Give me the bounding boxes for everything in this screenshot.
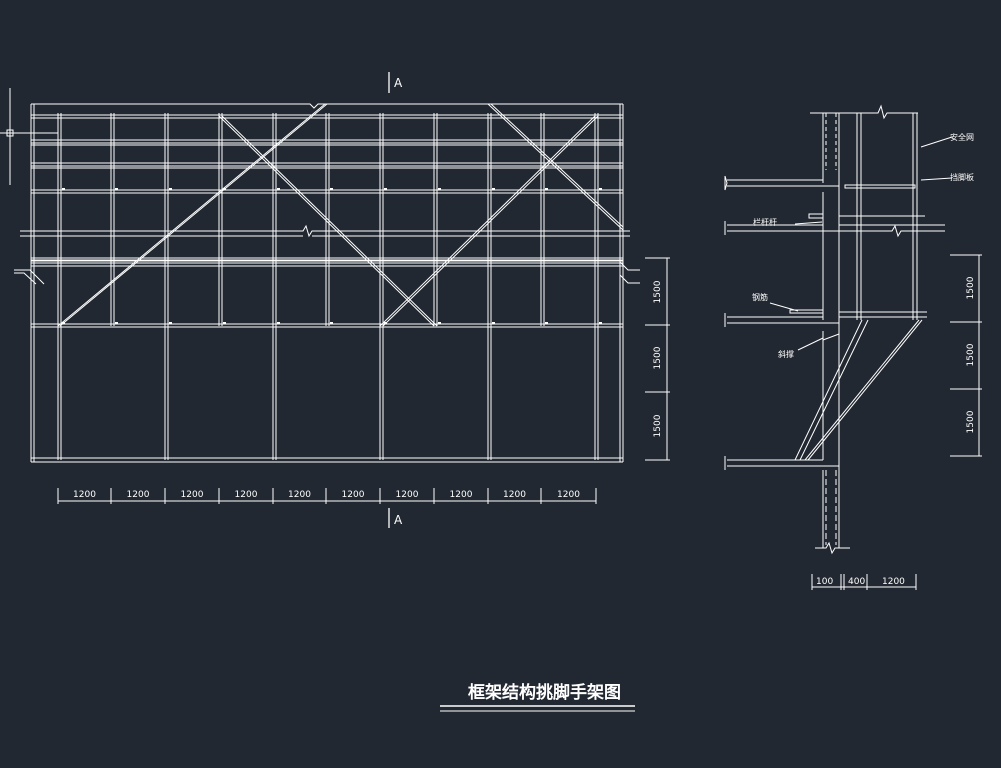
elevation-dim-label: 1200 <box>396 490 419 500</box>
elevation-dim-label: 1200 <box>127 490 150 500</box>
clamp-dot <box>492 188 495 190</box>
clamp-dot <box>330 188 333 190</box>
clamp-dot <box>62 188 65 190</box>
section-view: 安全网 挡脚板 栏杆杆 钢筋 斜撑 1500 1500 1500 100 400 1… <box>724 104 982 590</box>
section-mark-bottom: A <box>394 513 403 527</box>
cross-brace <box>57 103 326 327</box>
section-height-label: 1500 <box>966 276 976 299</box>
elevation-dim-label: 1200 <box>235 490 258 500</box>
clamp-dot <box>545 188 548 190</box>
clamp-dot <box>62 322 65 324</box>
elevation-cross-braces <box>57 103 624 327</box>
cross-brace <box>382 115 599 327</box>
elevation-dim-label: 1200 <box>557 490 580 500</box>
cross-brace <box>218 115 435 327</box>
elevation-lower-columns <box>57 326 599 460</box>
clamp-dot <box>438 322 441 324</box>
cross-brace <box>490 103 624 228</box>
section-bottom-dimensions: 100 400 1200 <box>811 574 917 590</box>
section-dim-100: 100 <box>816 577 833 587</box>
cross-brace <box>487 103 624 231</box>
cross-brace <box>59 103 328 327</box>
elevation-height-label: 1500 <box>653 346 663 369</box>
clamp-dot <box>277 188 280 190</box>
elevation-dim-label: 1200 <box>503 490 526 500</box>
clamp-dot <box>277 322 280 324</box>
crosshair-icon <box>0 88 58 185</box>
section-dim-400: 400 <box>848 577 865 587</box>
clamp-dot <box>223 188 226 190</box>
label-brace: 斜撑 <box>778 349 794 359</box>
clamp-dot <box>492 322 495 324</box>
clamp-dot <box>599 188 602 190</box>
clamp-dot <box>384 188 387 190</box>
elevation-dim-label: 1200 <box>450 490 473 500</box>
label-toe-board: 挡脚板 <box>950 172 974 182</box>
cross-brace <box>379 115 596 327</box>
label-guard-rail: 栏杆杆 <box>753 217 777 227</box>
clamp-dot <box>115 188 118 190</box>
clamp-dot <box>438 188 441 190</box>
section-mark-top: A <box>394 76 403 90</box>
cross-brace <box>221 115 438 327</box>
clamp-dot <box>115 322 118 324</box>
title-block: 框架结构挑脚手架图 <box>440 682 635 712</box>
section-height-label: 1500 <box>966 343 976 366</box>
clamp-dot <box>545 322 548 324</box>
elevation-dim-label: 1200 <box>288 490 311 500</box>
elevation-dim-label: 1200 <box>73 490 96 500</box>
label-safety-net: 安全网 <box>950 132 974 142</box>
elevation-right-dimensions: 1500 1500 1500 <box>645 257 670 461</box>
section-height-label: 1500 <box>966 410 976 433</box>
elevation-dim-label: 1200 <box>181 490 204 500</box>
elevation-height-label: 1500 <box>653 414 663 437</box>
clamp-dot <box>599 322 602 324</box>
clamp-dot <box>223 322 226 324</box>
elevation-bottom-dimensions: 1200 1200 1200 1200 1200 1200 1200 1200 1200 1200 <box>57 488 597 504</box>
section-dim-1200: 1200 <box>882 577 905 587</box>
clamp-dot <box>169 322 172 324</box>
section-right-dimensions <box>950 254 982 457</box>
elevation-clamps <box>62 188 602 324</box>
elevation-height-label: 1500 <box>653 280 663 303</box>
elevation-ledgers <box>31 114 623 267</box>
label-tie-rod: 钢筋 <box>752 292 768 302</box>
clamp-dot <box>330 322 333 324</box>
drawing-title: 框架结构挑脚手架图 <box>468 682 621 703</box>
clamp-dot <box>169 188 172 190</box>
clamp-dot <box>384 322 387 324</box>
elevation-posts <box>57 113 599 326</box>
elevation-dim-label: 1200 <box>342 490 365 500</box>
